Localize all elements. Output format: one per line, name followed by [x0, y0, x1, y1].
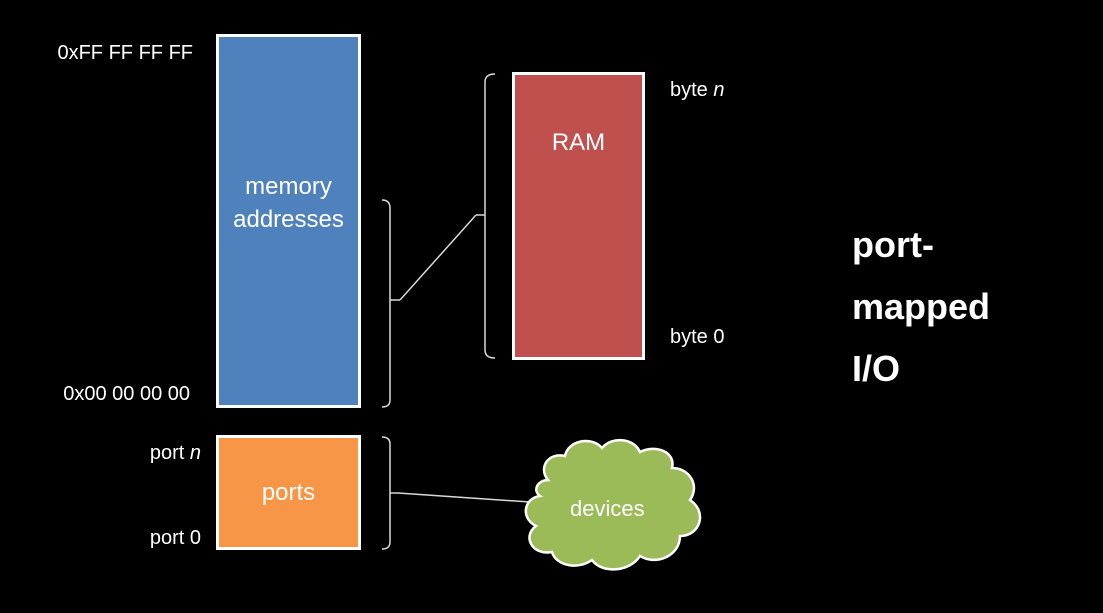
- memory-top-address: 0xFF FF FF FF: [57, 42, 193, 64]
- ram-box: RAM: [512, 72, 645, 360]
- ram-bottom-byte-label: byte 0: [670, 326, 725, 348]
- ports-label: ports: [261, 478, 316, 506]
- ports-bracket: [381, 436, 391, 550]
- devices-label: devices: [570, 496, 645, 521]
- ports-to-devices-line: [397, 492, 531, 503]
- ram-label: RAM: [551, 128, 606, 156]
- memory-bracket: [381, 199, 391, 408]
- memory-addresses-box: memory addresses: [216, 34, 361, 408]
- devices-cloud-icon: [524, 439, 702, 571]
- ram-bracket: [484, 73, 496, 359]
- ports-bottom-label: port 0: [149, 527, 201, 549]
- memory-bottom-address: 0x00 00 00 00: [63, 383, 190, 405]
- ram-top-byte-label: byte n: [670, 79, 725, 101]
- ports-top-label: port n: [149, 442, 201, 464]
- ports-box: ports: [216, 435, 361, 550]
- memory-addresses-label: memory addresses: [233, 173, 344, 233]
- memory-to-ram-line: [399, 214, 477, 301]
- port-mapped-io-title: port- mapped I/O: [852, 224, 991, 389]
